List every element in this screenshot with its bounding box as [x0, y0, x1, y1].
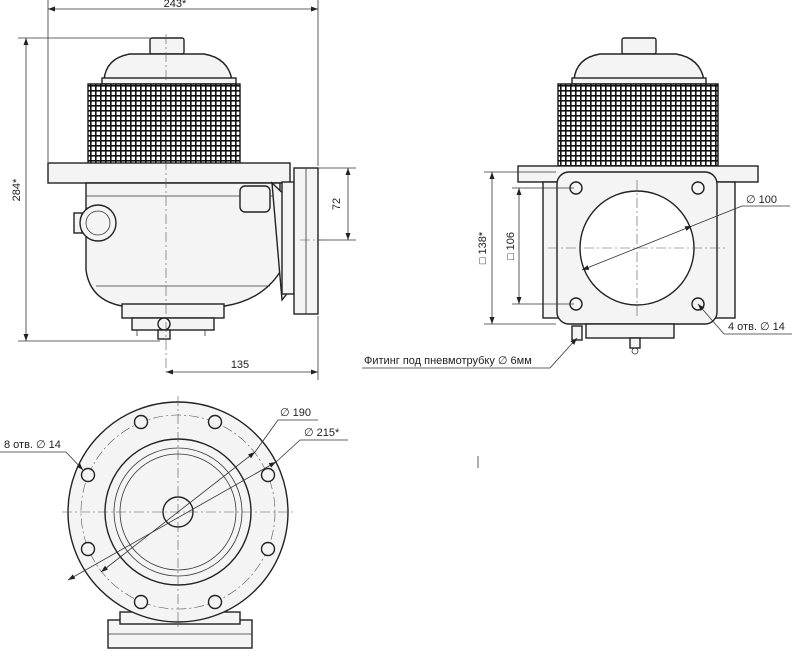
bottom-bolt-hole	[207, 414, 223, 430]
front-filter-mesh	[87, 83, 241, 165]
front-filter-cap	[101, 37, 237, 85]
bottom-holes-callout: 8 отв. ∅ 14	[0, 439, 84, 471]
side-dim-outer: □ 138*	[477, 171, 556, 325]
front-dim-height: 284*	[11, 37, 160, 342]
bottom-bolt-hole	[80, 541, 96, 557]
side-filter-mesh	[557, 83, 719, 167]
side-holes-label: 4 отв. ∅ 14	[728, 321, 785, 333]
side-filter-cap	[571, 37, 707, 85]
front-dim-width: 243*	[47, 0, 319, 166]
side-bolt-hole	[691, 181, 705, 195]
bottom-bolt-hole	[80, 467, 96, 483]
front-housing	[85, 182, 281, 307]
front-dim-width-label: 243*	[164, 0, 187, 10]
front-top-plate	[47, 162, 291, 184]
bottom-dim-outer: ∅ 215*	[67, 427, 348, 581]
side-fitting-label: Фитинг под пневмотрубку ∅ 6мм	[364, 355, 532, 367]
bottom-bolt-hole	[207, 594, 223, 610]
bottom-bolt-hole	[133, 594, 149, 610]
front-bottom-fitting	[121, 303, 225, 340]
side-bottom-fitting	[571, 323, 675, 355]
front-slot	[239, 185, 271, 213]
bottom-bolt-hole	[260, 467, 276, 483]
bottom-bolt-hole	[133, 414, 149, 430]
side-dim-outer-label: □ 138*	[477, 231, 489, 264]
front-side-flange	[281, 167, 319, 315]
side-dim-bore: ∅ 100	[581, 194, 790, 271]
side-dim-inner: □ 106	[505, 187, 574, 305]
front-dim-offset-label: 135	[231, 359, 249, 371]
front-dim-flange: 72	[318, 167, 356, 241]
side-dim-inner-label: □ 106	[505, 232, 517, 260]
front-dim-height-label: 284*	[11, 178, 23, 201]
side-dim-bore-label: ∅ 100	[746, 194, 777, 206]
bottom-holes-label: 8 отв. ∅ 14	[4, 439, 61, 451]
side-view: □ 138* □ 106 ∅ 100 4 отв. ∅ 14 Фитинг по…	[362, 37, 792, 369]
front-side-boss	[73, 204, 117, 242]
side-fitting-callout: Фитинг под пневмотрубку ∅ 6мм	[362, 337, 578, 369]
bottom-bolt-hole	[260, 541, 276, 557]
bottom-dim-bolt-circle-label: ∅ 190	[280, 407, 311, 419]
front-dim-offset: 135	[166, 316, 319, 380]
side-holes-callout: 4 отв. ∅ 14	[697, 303, 792, 335]
bottom-view: ∅ 190 ∅ 215* 8 отв. ∅ 14	[0, 396, 348, 649]
bottom-dim-outer-label: ∅ 215*	[304, 427, 340, 439]
front-dim-flange-label: 72	[331, 198, 343, 210]
front-view: 243* 284* 72 135	[11, 0, 356, 380]
